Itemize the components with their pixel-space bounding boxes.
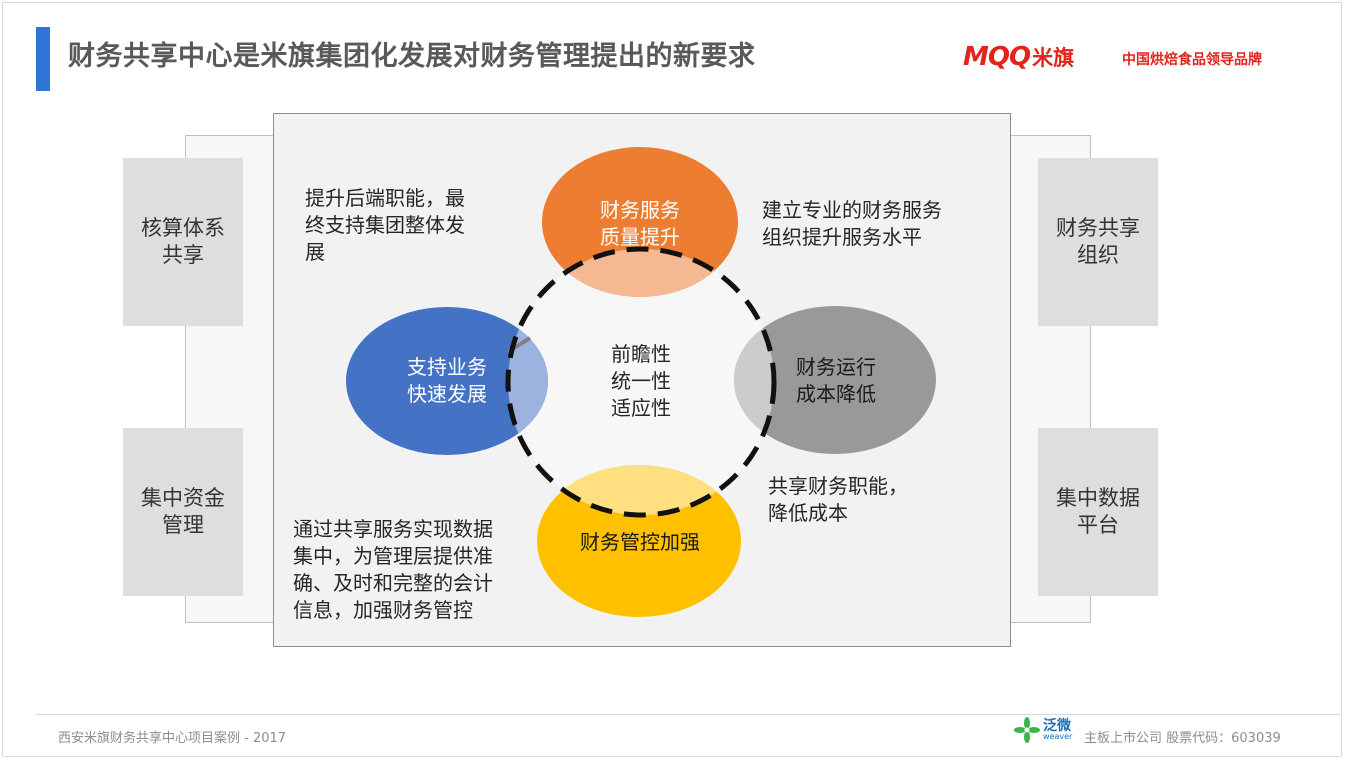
side-box-accounting: 核算体系 共享 bbox=[123, 158, 243, 326]
side-box-data-platform: 集中数据 平台 bbox=[1038, 428, 1158, 596]
weaver-logo: 泛微 weaver bbox=[1013, 716, 1072, 744]
weaver-leaf-icon bbox=[1014, 717, 1040, 743]
overlap-top bbox=[542, 249, 738, 297]
brand-tagline: 中国烘焙食品领导品牌 bbox=[1122, 52, 1262, 68]
note-bottom-right: 共享财务职能， 降低成本 bbox=[768, 474, 908, 525]
side-box-organization: 财务共享 组织 bbox=[1038, 158, 1158, 326]
side-box-data-platform-label: 集中数据 平台 bbox=[1056, 485, 1140, 537]
footer-caption: 西安米旗财务共享中心项目案例 - 2017 bbox=[58, 731, 287, 746]
label-cost-reduction: 财务运行 成本降低 bbox=[796, 355, 876, 406]
side-box-organization-label: 财务共享 组织 bbox=[1056, 215, 1140, 267]
brand-logo: MQQ 米旗 bbox=[963, 41, 1074, 73]
page-title: 财务共享中心是米旗集团化发展对财务管理提出的新要求 bbox=[68, 41, 756, 72]
ellipse-business-growth bbox=[346, 307, 548, 455]
center-principles: 前瞻性 统一性 适应性 bbox=[611, 342, 671, 420]
brand-logo-cn: 米旗 bbox=[1032, 46, 1075, 70]
dashed-cycle-ring bbox=[505, 246, 777, 518]
note-top-left: 提升后端职能，最 终支持集团整体发 展 bbox=[305, 186, 465, 264]
label-service-quality: 财务服务 质量提升 bbox=[600, 198, 680, 249]
side-box-funds-label: 集中资金 管理 bbox=[141, 485, 225, 537]
label-financial-control: 财务管控加强 bbox=[580, 530, 700, 554]
center-circle bbox=[508, 249, 774, 515]
side-box-accounting-label: 核算体系 共享 bbox=[141, 215, 225, 267]
label-business-growth: 支持业务 快速发展 bbox=[407, 355, 487, 406]
weaver-name-cn: 泛微 bbox=[1043, 718, 1071, 734]
weaver-name-en: weaver bbox=[1043, 732, 1073, 741]
brand-logo-latin: MQQ bbox=[963, 42, 1031, 72]
title-accent-bar bbox=[36, 27, 50, 91]
footer-divider bbox=[36, 714, 1340, 715]
footer-stock-info: 主板上市公司 股票代码：603039 bbox=[1084, 731, 1281, 746]
note-bottom-left: 通过共享服务实现数据 集中，为管理层提供准 确、及时和完整的会计 信息，加强财务… bbox=[293, 517, 493, 622]
ellipse-cost-reduction bbox=[734, 306, 936, 454]
note-top-right: 建立专业的财务服务 组织提升服务水平 bbox=[762, 198, 942, 249]
side-box-funds: 集中资金 管理 bbox=[123, 428, 243, 596]
